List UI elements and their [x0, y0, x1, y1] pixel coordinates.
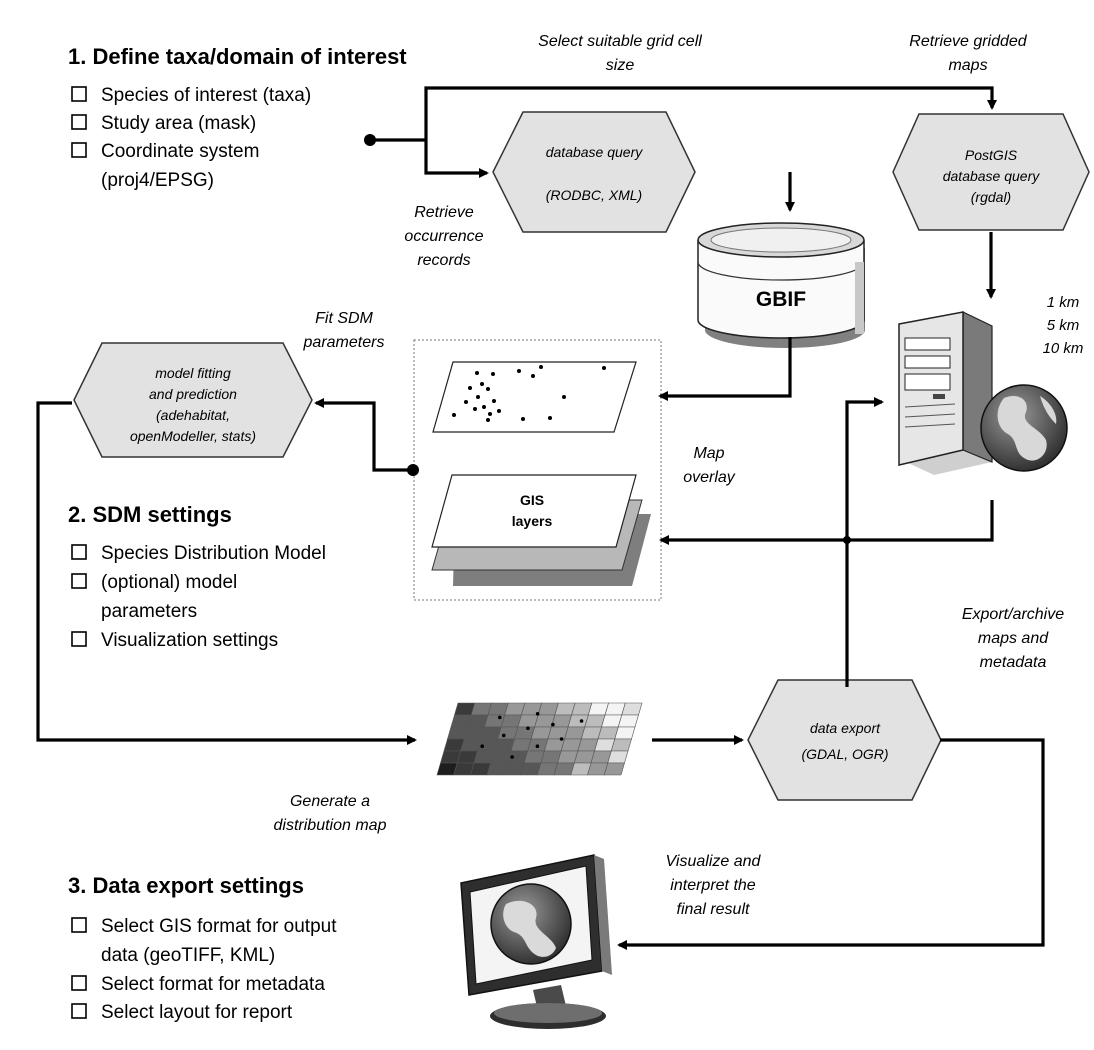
occurrence-dot	[480, 744, 485, 748]
export-archive-annotation: Export/archive	[962, 606, 1064, 623]
section-2-item: Visualization settings	[101, 630, 278, 651]
database-query-label: database query	[546, 144, 644, 160]
retrieve-gridded-annotation: maps	[948, 57, 987, 74]
checkbox-icon	[71, 975, 87, 991]
postgis-label: database query	[943, 168, 1041, 184]
globe-icon	[980, 384, 1068, 472]
retrieve-occurrence-annotation: records	[417, 252, 470, 269]
resolution-annotation: 5 km	[1047, 317, 1080, 334]
distribution-grid-map	[436, 702, 643, 776]
grid-cell	[603, 762, 625, 776]
annotations: Select suitable grid cell size Retrieve …	[274, 33, 1084, 918]
checkbox-icon	[71, 142, 87, 158]
grid-cell	[621, 702, 643, 716]
section-1-item-cont: (proj4/EPSG)	[101, 170, 214, 191]
postgis-tool: (rgdal)	[971, 189, 1011, 205]
occurrence-points-layer	[432, 361, 637, 433]
grid-cell	[607, 750, 629, 764]
grid-cell-annotation: size	[606, 57, 635, 74]
server-computer-icon	[898, 311, 993, 475]
occurrence-dot	[526, 726, 530, 730]
section-define-taxa: 1. Define taxa/domain of interest Specie…	[68, 44, 407, 191]
occurrence-dot	[510, 755, 514, 759]
model-fitting-label: and prediction	[149, 386, 237, 402]
fit-sdm-annotation: parameters	[303, 334, 385, 351]
gis-layers-label: layers	[512, 513, 553, 529]
model-fitting-label: model fitting	[155, 365, 231, 381]
postgis-query-box	[892, 113, 1090, 231]
gis-layers-label: GIS	[520, 492, 544, 508]
monitor-icon	[460, 854, 612, 1029]
grid-cell	[617, 714, 639, 728]
connector-lines	[36, 86, 1045, 950]
checkbox-icon	[71, 86, 87, 102]
retrieve-occurrence-annotation: occurrence	[404, 228, 483, 245]
checkbox-icon	[71, 631, 87, 647]
retrieve-occurrence-annotation: Retrieve	[414, 204, 474, 221]
gis-layers-stack: GIS layers	[431, 474, 651, 586]
resolution-annotation: 1 km	[1047, 294, 1080, 311]
gbif-label: GBIF	[756, 288, 806, 311]
map-overlay-annotation: Map	[693, 445, 724, 462]
occurrence-dot	[498, 715, 502, 720]
visualize-annotation: final result	[677, 901, 750, 918]
grid-cell	[614, 726, 636, 740]
occurrence-dot	[501, 733, 506, 738]
model-fitting-tools: (adehabitat,	[156, 407, 230, 423]
data-export-box	[747, 679, 942, 801]
section-3-item: Select layout for report	[101, 1002, 293, 1023]
visualize-annotation: interpret the	[670, 877, 755, 894]
gbif-database-icon: GBIF	[697, 222, 865, 348]
postgis-label: PostGIS	[965, 147, 1018, 163]
occurrence-dot	[551, 722, 555, 727]
junction-dot	[843, 536, 851, 544]
section-2-item-cont: parameters	[101, 601, 197, 622]
map-overlay-annotation: overlay	[683, 469, 736, 486]
export-archive-annotation: metadata	[980, 654, 1047, 671]
section-1-item: Species of interest (taxa)	[101, 85, 311, 106]
checkbox-icon	[71, 917, 87, 933]
grid-cell	[610, 738, 632, 752]
database-query-tools: (RODBC, XML)	[546, 187, 642, 203]
checkbox-icon	[71, 114, 87, 130]
section-3-item: Select GIS format for output	[101, 916, 337, 937]
resolution-annotation: 10 km	[1043, 340, 1084, 357]
database-query-box	[492, 111, 696, 233]
section-1-item: Study area (mask)	[101, 113, 256, 134]
section-1-title: 1. Define taxa/domain of interest	[68, 44, 407, 69]
section-3-title: 3. Data export settings	[68, 873, 304, 898]
export-archive-annotation: maps and	[978, 630, 1049, 647]
junction-dot	[364, 134, 376, 146]
section-2-item: Species Distribution Model	[101, 543, 326, 564]
data-export-tools: (GDAL, OGR)	[801, 746, 888, 762]
section-3-item: Select format for metadata	[101, 974, 325, 995]
occurrence-dot	[535, 744, 540, 748]
checkbox-icon	[71, 544, 87, 560]
junction-dot	[407, 464, 419, 476]
occurrence-dot	[579, 719, 584, 723]
grid-cell-annotation: Select suitable grid cell	[538, 33, 702, 50]
section-2-item: (optional) model	[101, 572, 237, 593]
model-fitting-box	[73, 342, 313, 458]
section-3-item-cont: data (geoTIFF, KML)	[101, 945, 275, 966]
model-fitting-tools: openModeller, stats)	[130, 428, 256, 444]
data-export-label: data export	[810, 720, 881, 736]
visualize-annotation: Visualize and	[666, 853, 762, 870]
occurrence-dot	[559, 737, 564, 741]
section-sdm-settings: 2. SDM settings Species Distribution Mod…	[68, 502, 326, 651]
section-data-export: 3. Data export settings Select GIS forma…	[68, 873, 337, 1023]
checkbox-icon	[71, 573, 87, 589]
checkbox-icon	[71, 1003, 87, 1019]
retrieve-gridded-annotation: Retrieve gridded	[909, 33, 1028, 50]
section-2-title: 2. SDM settings	[68, 502, 232, 527]
section-1-item: Coordinate system	[101, 141, 259, 162]
generate-map-annotation: distribution map	[274, 817, 387, 834]
fit-sdm-annotation: Fit SDM	[315, 310, 373, 327]
generate-map-annotation: Generate a	[290, 793, 370, 810]
occurrence-dot	[535, 712, 540, 716]
